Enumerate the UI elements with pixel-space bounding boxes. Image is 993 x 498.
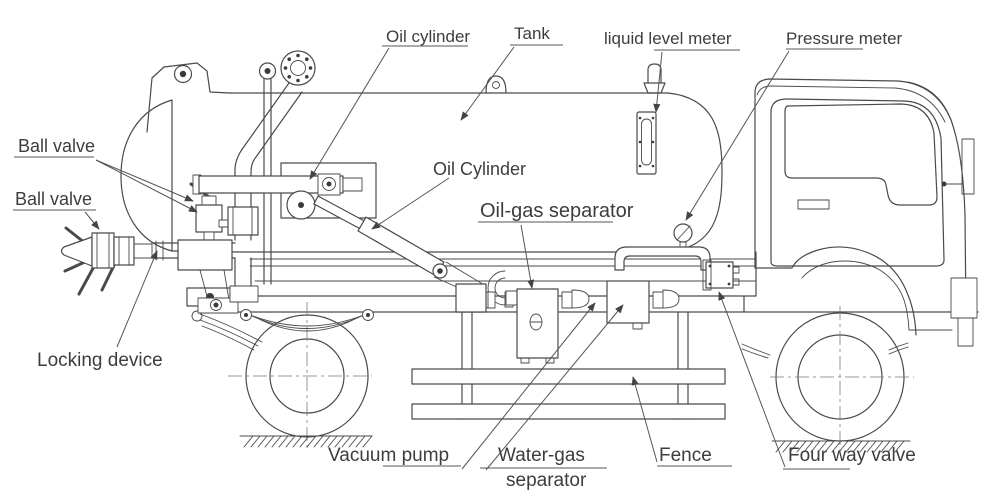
leader-pressure-meter bbox=[685, 50, 790, 221]
tank-right-head bbox=[667, 92, 723, 253]
tank-rear-head bbox=[120, 99, 173, 252]
main-rail bbox=[227, 251, 979, 313]
label-liquid-level-meter: liquid level meter bbox=[604, 29, 732, 48]
windshield-pillar bbox=[907, 81, 954, 127]
fence-posts bbox=[461, 311, 689, 420]
elbow-pipe bbox=[487, 270, 506, 306]
leader-tank bbox=[460, 46, 515, 121]
front-wheel bbox=[770, 306, 914, 452]
leader-fence bbox=[631, 376, 658, 463]
label-fence: Fence bbox=[659, 445, 712, 466]
leader-water-gas-separator bbox=[485, 304, 624, 471]
tank-top-fitting bbox=[643, 63, 666, 94]
label-locking-device: Locking device bbox=[37, 350, 163, 371]
label-oil-cylinder-top: Oil cylinder bbox=[386, 27, 470, 46]
tank-rear-plate bbox=[146, 62, 230, 133]
ground-hatch-rear bbox=[243, 435, 373, 448]
rear-assembly bbox=[60, 50, 316, 314]
upper-ball-valve bbox=[189, 182, 223, 242]
oil-gas-separator-box bbox=[505, 288, 559, 364]
leader-four-way-valve bbox=[718, 291, 786, 468]
pipe-fitting-right bbox=[652, 289, 680, 309]
label-vacuum-pump: Vacuum pump bbox=[328, 445, 449, 466]
oil-cylinder-diagonal bbox=[313, 195, 487, 313]
label-tank: Tank bbox=[514, 24, 550, 43]
leader-ball-valve-upper-a bbox=[95, 159, 194, 202]
lower-ball-valve bbox=[60, 226, 135, 296]
rear-wheel bbox=[228, 302, 372, 450]
leader-liquid-level-meter bbox=[653, 51, 663, 113]
side-mirror bbox=[941, 138, 975, 195]
cab bbox=[754, 78, 978, 347]
ground-front bbox=[771, 440, 911, 453]
label-oil-gas-separator: Oil-gas separator bbox=[480, 200, 634, 222]
subframe-lines bbox=[249, 258, 757, 282]
fence-rail-lower bbox=[411, 403, 726, 420]
discharge-nozzle bbox=[60, 236, 93, 267]
locking-device-assembly bbox=[177, 239, 259, 314]
leader-lines bbox=[84, 46, 790, 471]
front-leaf-spring bbox=[741, 342, 909, 359]
fence bbox=[411, 311, 726, 420]
leader-ball-valve-lower bbox=[84, 211, 100, 230]
leader-oil-cylinder-top bbox=[309, 47, 390, 180]
front-step bbox=[957, 317, 974, 347]
cab-outline bbox=[754, 78, 967, 319]
pipe-valve-fitting bbox=[218, 206, 259, 236]
label-water-gas-line2: separator bbox=[506, 470, 587, 491]
cab-door bbox=[770, 98, 945, 267]
pipe-fitting-left bbox=[561, 289, 590, 309]
rear-wheel-centerlines bbox=[228, 302, 372, 450]
label-water-gas-line1: Water-gas bbox=[498, 445, 585, 466]
front-wheel-centerlines bbox=[770, 306, 914, 452]
label-four-way-valve: Four way valve bbox=[788, 445, 916, 466]
rear-leaf-spring bbox=[240, 309, 374, 332]
ground-rear bbox=[239, 435, 373, 448]
lifting-lug-hole bbox=[492, 81, 500, 89]
leader-vacuum-pump bbox=[461, 302, 596, 470]
label-ball-valve-upper: Ball valve bbox=[18, 136, 95, 156]
label-pressure-meter: Pressure meter bbox=[786, 29, 903, 48]
suction-pipe bbox=[234, 50, 316, 287]
diag-barrel bbox=[357, 216, 445, 277]
front-bumper bbox=[950, 277, 978, 319]
cab-roof-inner bbox=[756, 85, 946, 123]
rear-spring-lower bbox=[199, 313, 263, 351]
vacuum-pump-box bbox=[606, 280, 650, 330]
leader-ball-valve-upper-b bbox=[95, 159, 198, 213]
ground-hatch-front bbox=[775, 440, 905, 453]
label-ball-valve-lower: Ball valve bbox=[15, 189, 92, 209]
u-pipe bbox=[614, 246, 711, 271]
label-oil-cylinder-mid: Oil Cylinder bbox=[433, 159, 526, 179]
fender-outer bbox=[791, 246, 917, 336]
lifting-lug bbox=[485, 75, 507, 94]
four-way-valve-box bbox=[702, 259, 740, 291]
labels: Oil cylinder Tank liquid level meter Pre… bbox=[13, 24, 916, 491]
cylinder-mount-block bbox=[455, 283, 487, 313]
leader-oil-cylinder-mid bbox=[371, 177, 450, 230]
liquid-level-meter bbox=[636, 111, 657, 175]
rear-pivot-dot bbox=[179, 70, 187, 78]
shackle-ring bbox=[191, 310, 203, 322]
door-handle bbox=[797, 199, 830, 210]
fence-rail-upper bbox=[411, 368, 726, 385]
leader-locking-device bbox=[116, 250, 158, 348]
pneumatic-circuit bbox=[470, 246, 740, 364]
cab-window bbox=[784, 103, 938, 206]
leader-oil-gas-separator bbox=[520, 224, 535, 289]
fender-inner bbox=[801, 260, 910, 331]
